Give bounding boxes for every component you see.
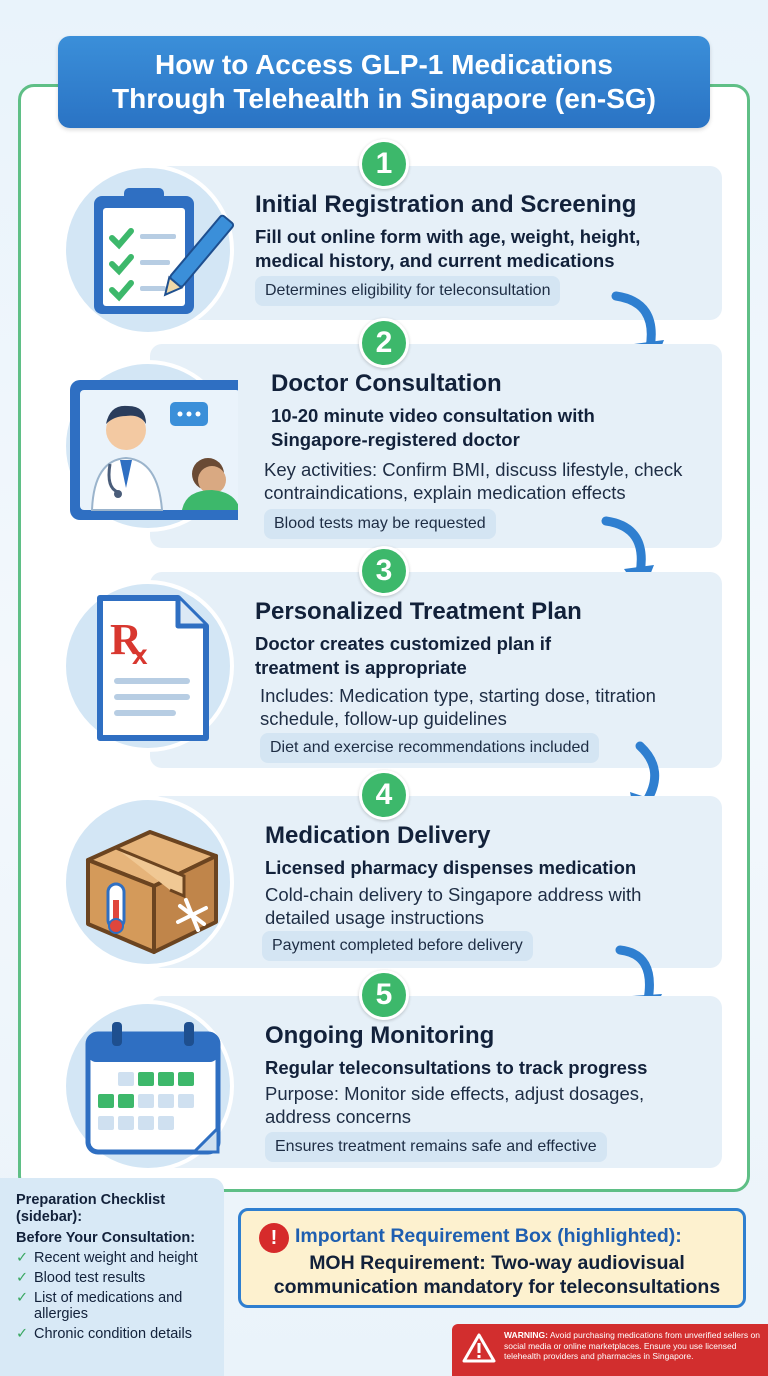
checklist-title: Preparation Checklist (sidebar): bbox=[16, 1192, 166, 1225]
step-3-detail: Includes: Medication type, starting dose… bbox=[260, 685, 656, 729]
step-4-number: 4 bbox=[359, 770, 409, 820]
preparation-checklist: Preparation Checklist (sidebar): Before … bbox=[0, 1178, 224, 1376]
video-call-doctor-icon bbox=[62, 360, 238, 532]
step-4-note: Payment completed before delivery bbox=[262, 931, 533, 961]
title-line-1: How to Access GLP-1 Medications bbox=[155, 49, 613, 80]
checkmark-icon: ✓ bbox=[16, 1326, 29, 1342]
checklist-subtitle: Before Your Consultation: bbox=[16, 1230, 196, 1246]
step-1-note: Determines eligibility for teleconsultat… bbox=[255, 276, 561, 306]
title-banner: How to Access GLP-1 Medications Through … bbox=[58, 36, 710, 128]
cold-chain-package-icon bbox=[62, 796, 234, 968]
step-5-number: 5 bbox=[359, 970, 409, 1020]
step-3-note: Diet and exercise recommendations includ… bbox=[260, 733, 600, 763]
step-4-title: Medication Delivery bbox=[265, 822, 491, 849]
step-2-detail: Key activities: Confirm BMI, discuss lif… bbox=[264, 459, 683, 503]
step-5-detail: Purpose: Monitor side effects, adjust do… bbox=[265, 1083, 645, 1127]
step-1-number: 1 bbox=[359, 139, 409, 189]
prescription-document-icon: R x bbox=[62, 580, 234, 752]
step-4-detail: Cold-chain delivery to Singapore address… bbox=[265, 884, 642, 928]
step-5-note: Ensures treatment remains safe and effec… bbox=[265, 1132, 607, 1162]
checklist-item: ✓Blood test results bbox=[16, 1270, 146, 1286]
checklist-item: ✓Recent weight and height bbox=[16, 1250, 198, 1266]
step-4-subtitle: Licensed pharmacy dispenses medication bbox=[265, 857, 637, 878]
step-2-subtitle: 10-20 minute video consultation with Sin… bbox=[271, 405, 595, 450]
requirement-box: ! Important Requirement Box (highlighted… bbox=[238, 1208, 746, 1308]
step-3-title: Personalized Treatment Plan bbox=[255, 598, 582, 625]
warning-text: WARNING: Avoid purchasing medications fr… bbox=[504, 1330, 760, 1361]
step-2-note: Blood tests may be requested bbox=[264, 509, 496, 539]
step-5-title: Ongoing Monitoring bbox=[265, 1022, 495, 1049]
calendar-check-icon bbox=[62, 1000, 234, 1172]
requirement-body: MOH Requirement: Two-way audiovisual com… bbox=[273, 1252, 721, 1298]
step-3-number: 3 bbox=[359, 546, 409, 596]
clipboard-checklist-icon bbox=[62, 164, 235, 336]
checkmark-icon: ✓ bbox=[16, 1250, 29, 1266]
warning-triangle-icon bbox=[462, 1333, 496, 1363]
step-5-subtitle: Regular teleconsultations to track progr… bbox=[265, 1057, 648, 1078]
step-3-subtitle: Doctor creates customized plan if treatm… bbox=[255, 633, 552, 678]
step-2-number: 2 bbox=[359, 318, 409, 368]
svg-text:x: x bbox=[132, 639, 148, 670]
step-1-title: Initial Registration and Screening bbox=[255, 191, 637, 218]
checklist-item: ✓Chronic condition details bbox=[16, 1326, 192, 1342]
step-1-subtitle: Fill out online form with age, weight, h… bbox=[255, 226, 641, 271]
warning-banner: WARNING: Avoid purchasing medications fr… bbox=[452, 1324, 768, 1376]
svg-text:R: R bbox=[110, 615, 143, 664]
checkmark-icon: ✓ bbox=[16, 1290, 29, 1306]
alert-icon: ! bbox=[259, 1223, 289, 1253]
step-2-title: Doctor Consultation bbox=[271, 370, 502, 397]
checklist-items: ✓Recent weight and height ✓Blood test re… bbox=[16, 1250, 224, 1342]
checkmark-icon: ✓ bbox=[16, 1270, 29, 1286]
requirement-title: Important Requirement Box (highlighted): bbox=[295, 1225, 682, 1247]
title-line-2: Through Telehealth in Singapore (en-SG) bbox=[112, 83, 656, 114]
checklist-item: ✓List of medications and allergies bbox=[16, 1290, 183, 1322]
